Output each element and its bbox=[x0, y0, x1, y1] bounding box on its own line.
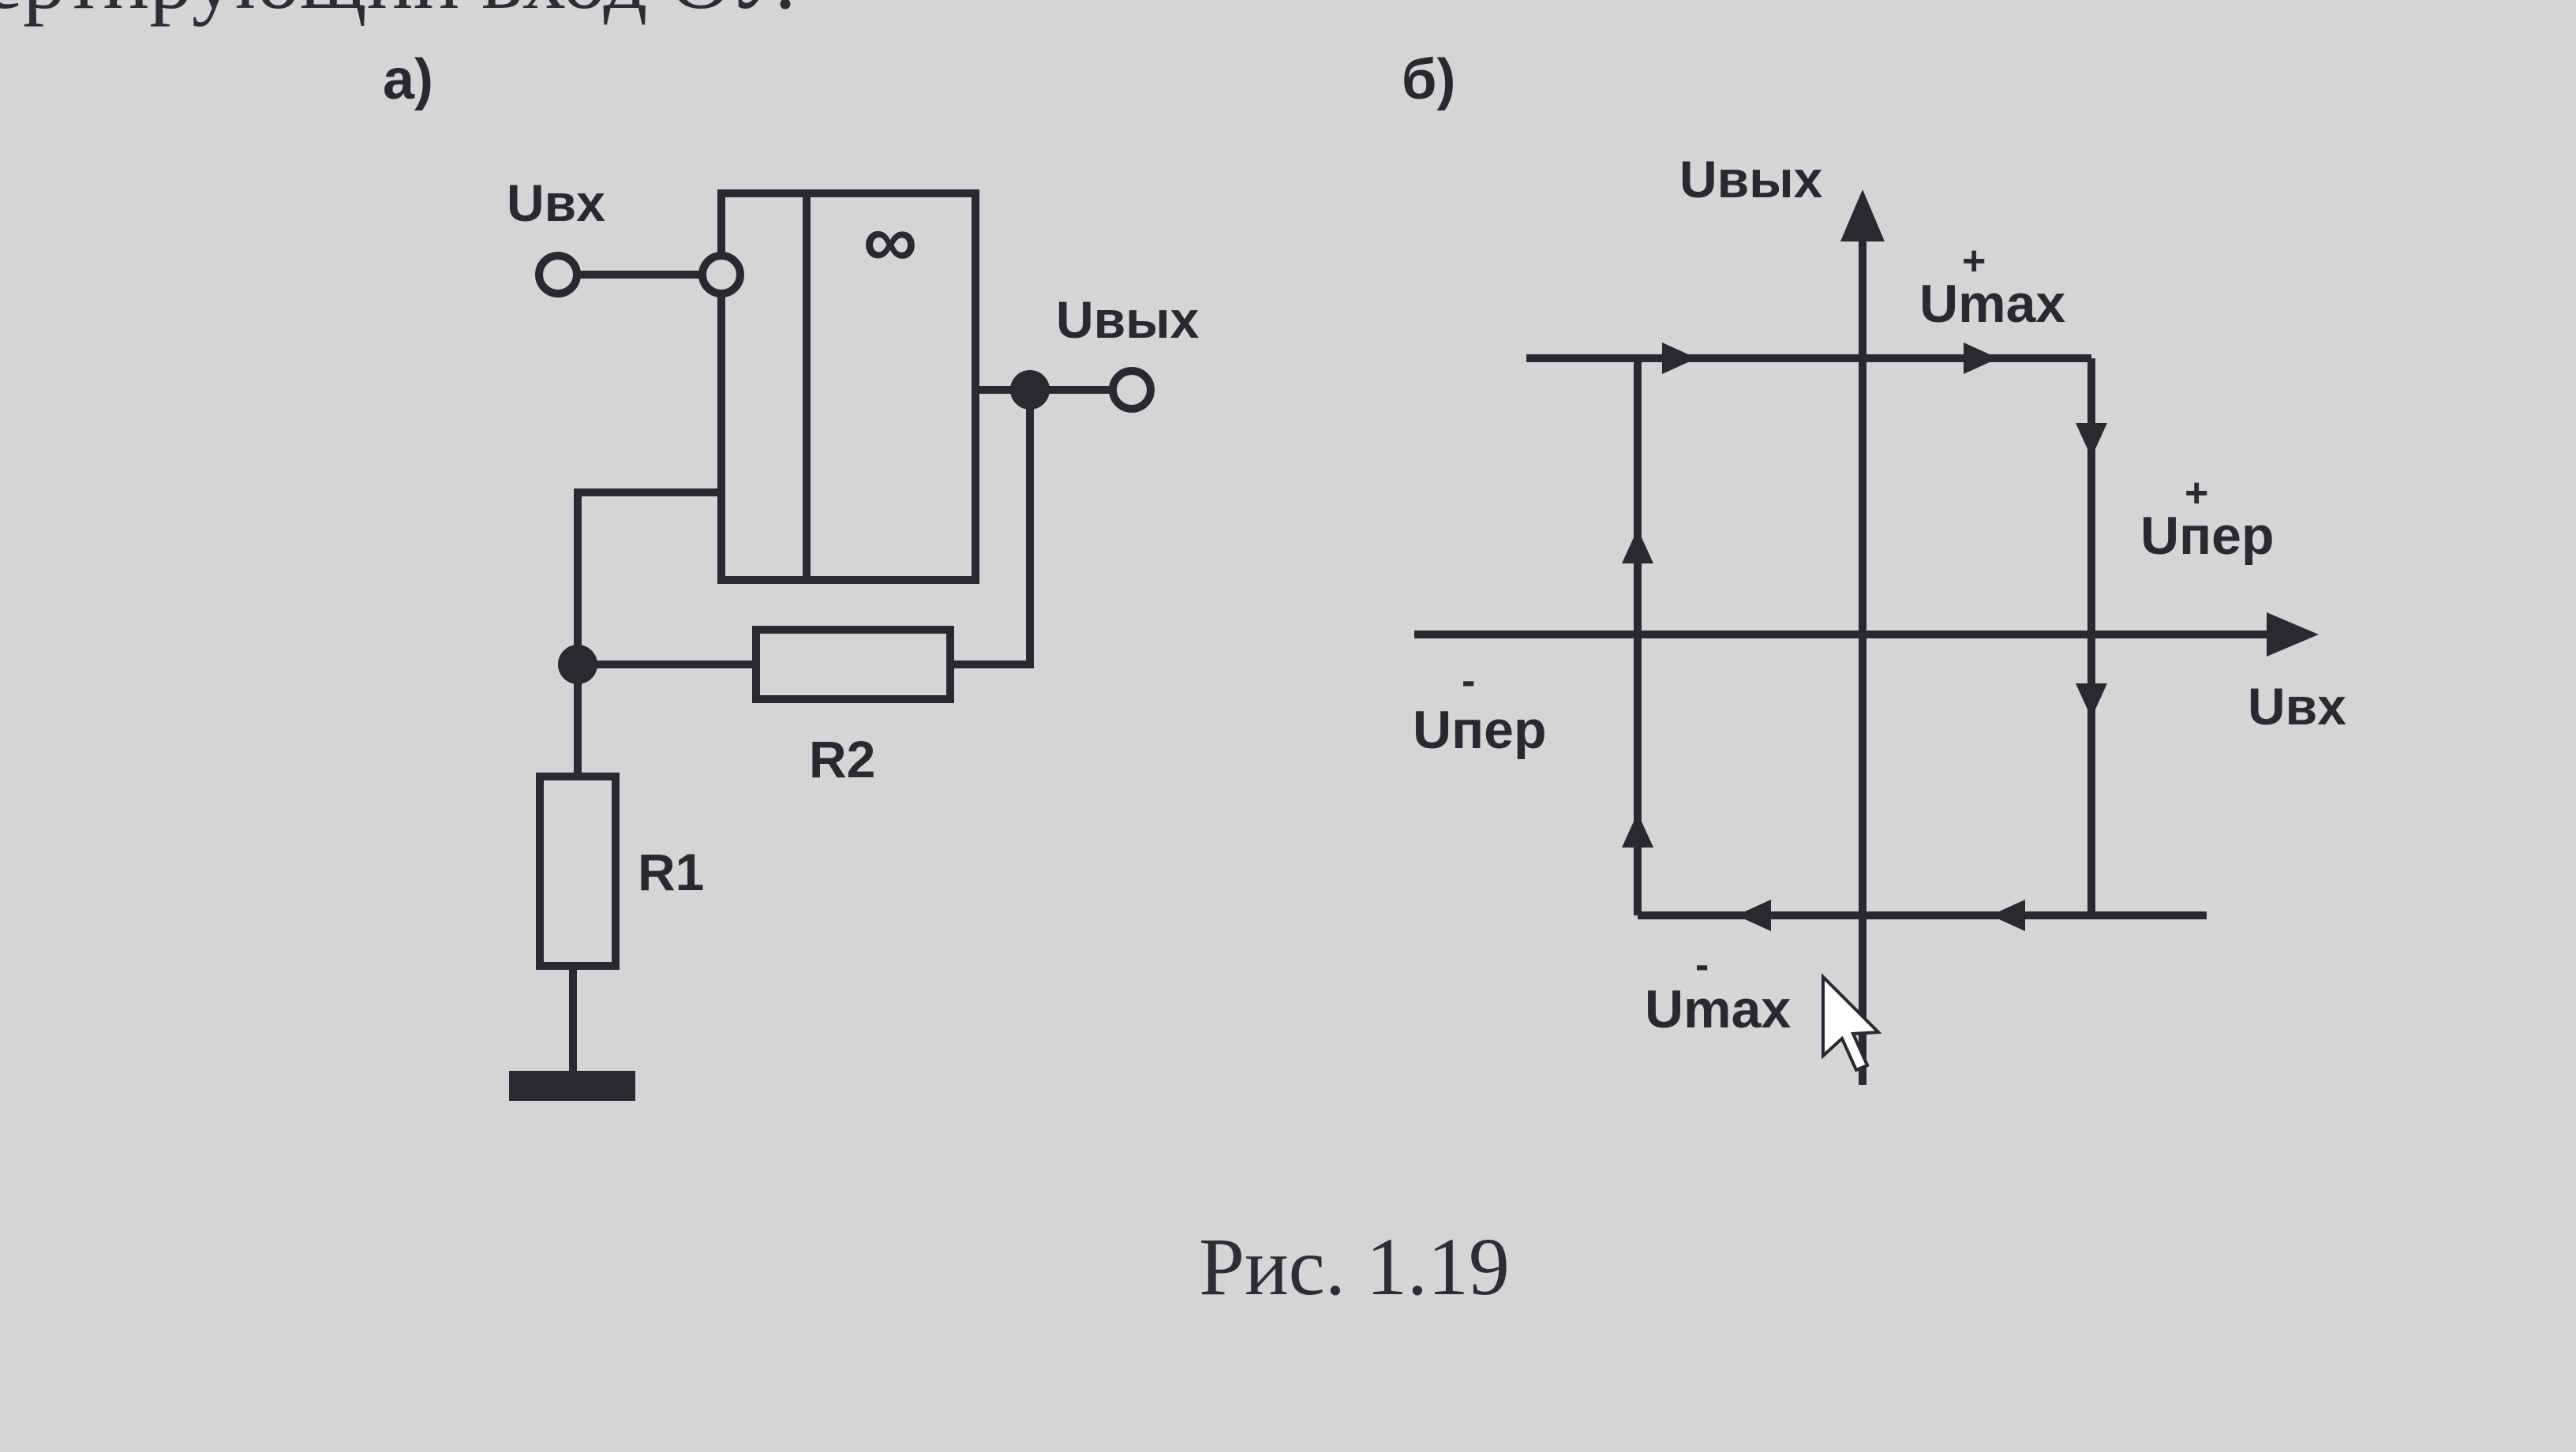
resistor-r2 bbox=[752, 626, 954, 703]
resistor-r2-label: R2 bbox=[809, 730, 875, 788]
resistor-r1-label: R1 bbox=[638, 843, 704, 901]
u-max-negative-sign: - bbox=[1695, 942, 1709, 988]
input-terminal bbox=[535, 252, 581, 298]
x-axis-arrowhead bbox=[2267, 612, 2319, 657]
feedback-wire-to-input bbox=[574, 488, 721, 663]
u-max-negative-label: Umax bbox=[1645, 979, 1791, 1039]
inverting-input-marker bbox=[698, 252, 744, 298]
loop-arrow-upper-left bbox=[1662, 342, 1697, 374]
loop-arrow-left-upper bbox=[1622, 529, 1653, 563]
panel-b-label: б) bbox=[1402, 48, 1455, 111]
output-label: Uвых bbox=[1056, 290, 1200, 349]
output-terminal bbox=[1109, 367, 1155, 413]
loop-arrow-lower-right bbox=[1990, 900, 2025, 931]
resistor-r1 bbox=[536, 773, 620, 970]
x-axis-label: Uвх bbox=[2248, 677, 2346, 735]
header-fragment: ертирующий вход ОУ. bbox=[0, 0, 796, 27]
input-label: Uвх bbox=[507, 174, 605, 232]
mouse-cursor-icon bbox=[1822, 973, 1882, 1072]
y-axis-arrowhead bbox=[1840, 189, 1885, 241]
opamp-body bbox=[717, 189, 979, 584]
hysteresis-graph: б) Uвых Uвх Umax + Uпер + Uпер - Umax - bbox=[1402, 48, 2346, 1085]
opamp-infinity-symbol: ∞ bbox=[863, 199, 917, 283]
loop-arrow-right-lower bbox=[2076, 683, 2107, 718]
loop-arrow-lower-left bbox=[1736, 900, 1771, 931]
loop-arrow-right-upper bbox=[2076, 423, 2107, 458]
loop-arrow-upper-right bbox=[1964, 342, 1998, 374]
panel-a-label: а) bbox=[383, 48, 433, 111]
circuit-diagram: а) ∞ Uвх Uвых R2 R1 bbox=[383, 48, 1200, 1101]
loop-arrow-left-lower bbox=[1622, 813, 1653, 848]
u-per-negative-label: Uпер bbox=[1413, 700, 1547, 760]
ground-symbol bbox=[509, 1071, 635, 1101]
u-per-positive-label: Uпер bbox=[2140, 506, 2275, 566]
u-max-positive-label: Umax bbox=[1919, 274, 2065, 334]
u-max-positive-sign: + bbox=[1962, 238, 1986, 284]
feedback-wire-from-output bbox=[950, 390, 1034, 668]
y-axis-label: Uвых bbox=[1679, 150, 1823, 208]
figure-caption: Рис. 1.19 bbox=[1199, 1222, 1510, 1312]
u-per-negative-sign: - bbox=[1462, 658, 1475, 704]
u-per-positive-sign: + bbox=[2185, 470, 2208, 516]
